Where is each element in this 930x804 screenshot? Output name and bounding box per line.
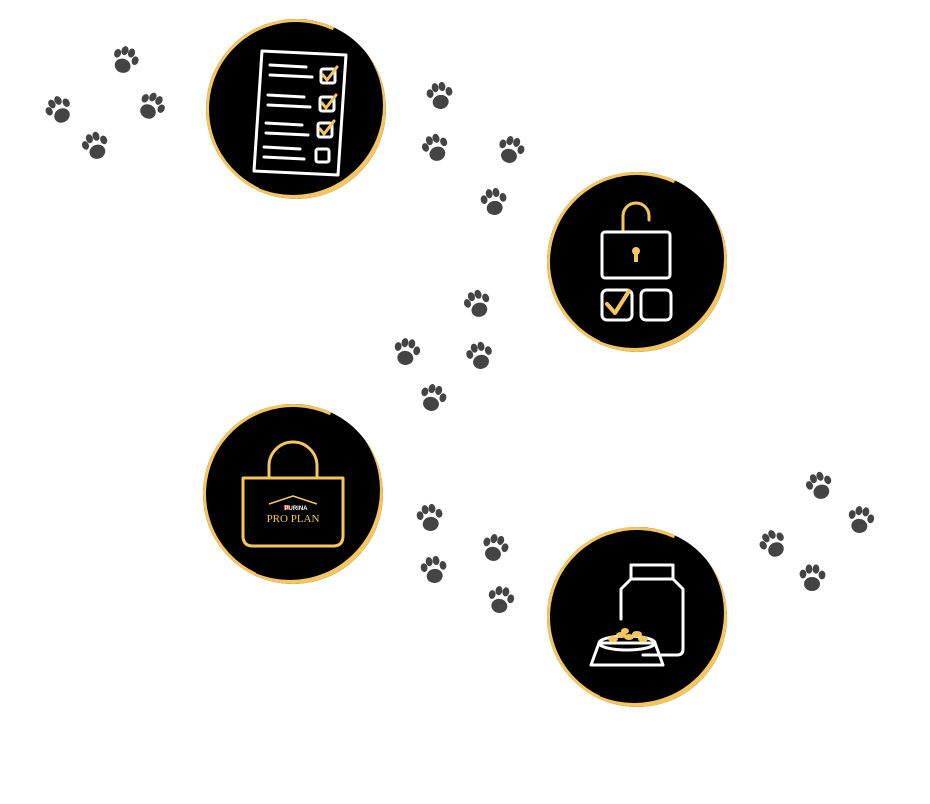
step-checklist xyxy=(180,0,412,225)
paw-icon xyxy=(79,128,113,163)
paw-icon xyxy=(417,381,449,415)
unlock-selection-icon xyxy=(600,201,673,322)
step-shopping-bag: PURINA PRO PLAN xyxy=(177,378,409,610)
paw-icon xyxy=(495,133,527,167)
paw-icon xyxy=(799,564,826,591)
paw-icon xyxy=(419,130,453,165)
paw-icon xyxy=(391,336,422,368)
step-pet-food xyxy=(521,501,753,733)
paw-icon xyxy=(133,88,170,125)
paw-icon xyxy=(803,468,837,503)
paw-icon xyxy=(845,504,876,536)
purina-checkerboard-logo xyxy=(284,505,289,510)
paw-icon xyxy=(425,80,456,111)
brand-top-label: PURINA xyxy=(284,506,308,512)
paw-icon xyxy=(415,502,446,533)
paw-icon xyxy=(479,186,510,217)
paw-icon xyxy=(41,91,78,128)
step-unlock xyxy=(521,146,753,378)
brand-name: PRO PLAN xyxy=(267,513,320,525)
paw-icon xyxy=(755,525,792,562)
paw-icon xyxy=(461,286,495,321)
shopping-bag-icon: PURINA PRO PLAN xyxy=(241,440,345,548)
checklist-icon xyxy=(252,49,348,177)
paw-icon xyxy=(485,584,516,616)
paw-icon xyxy=(419,554,450,585)
paw-icon xyxy=(479,531,511,565)
paw-icon xyxy=(108,43,142,77)
pet-food-bag-and-bowl-icon xyxy=(589,563,685,667)
paw-icon xyxy=(463,339,496,372)
